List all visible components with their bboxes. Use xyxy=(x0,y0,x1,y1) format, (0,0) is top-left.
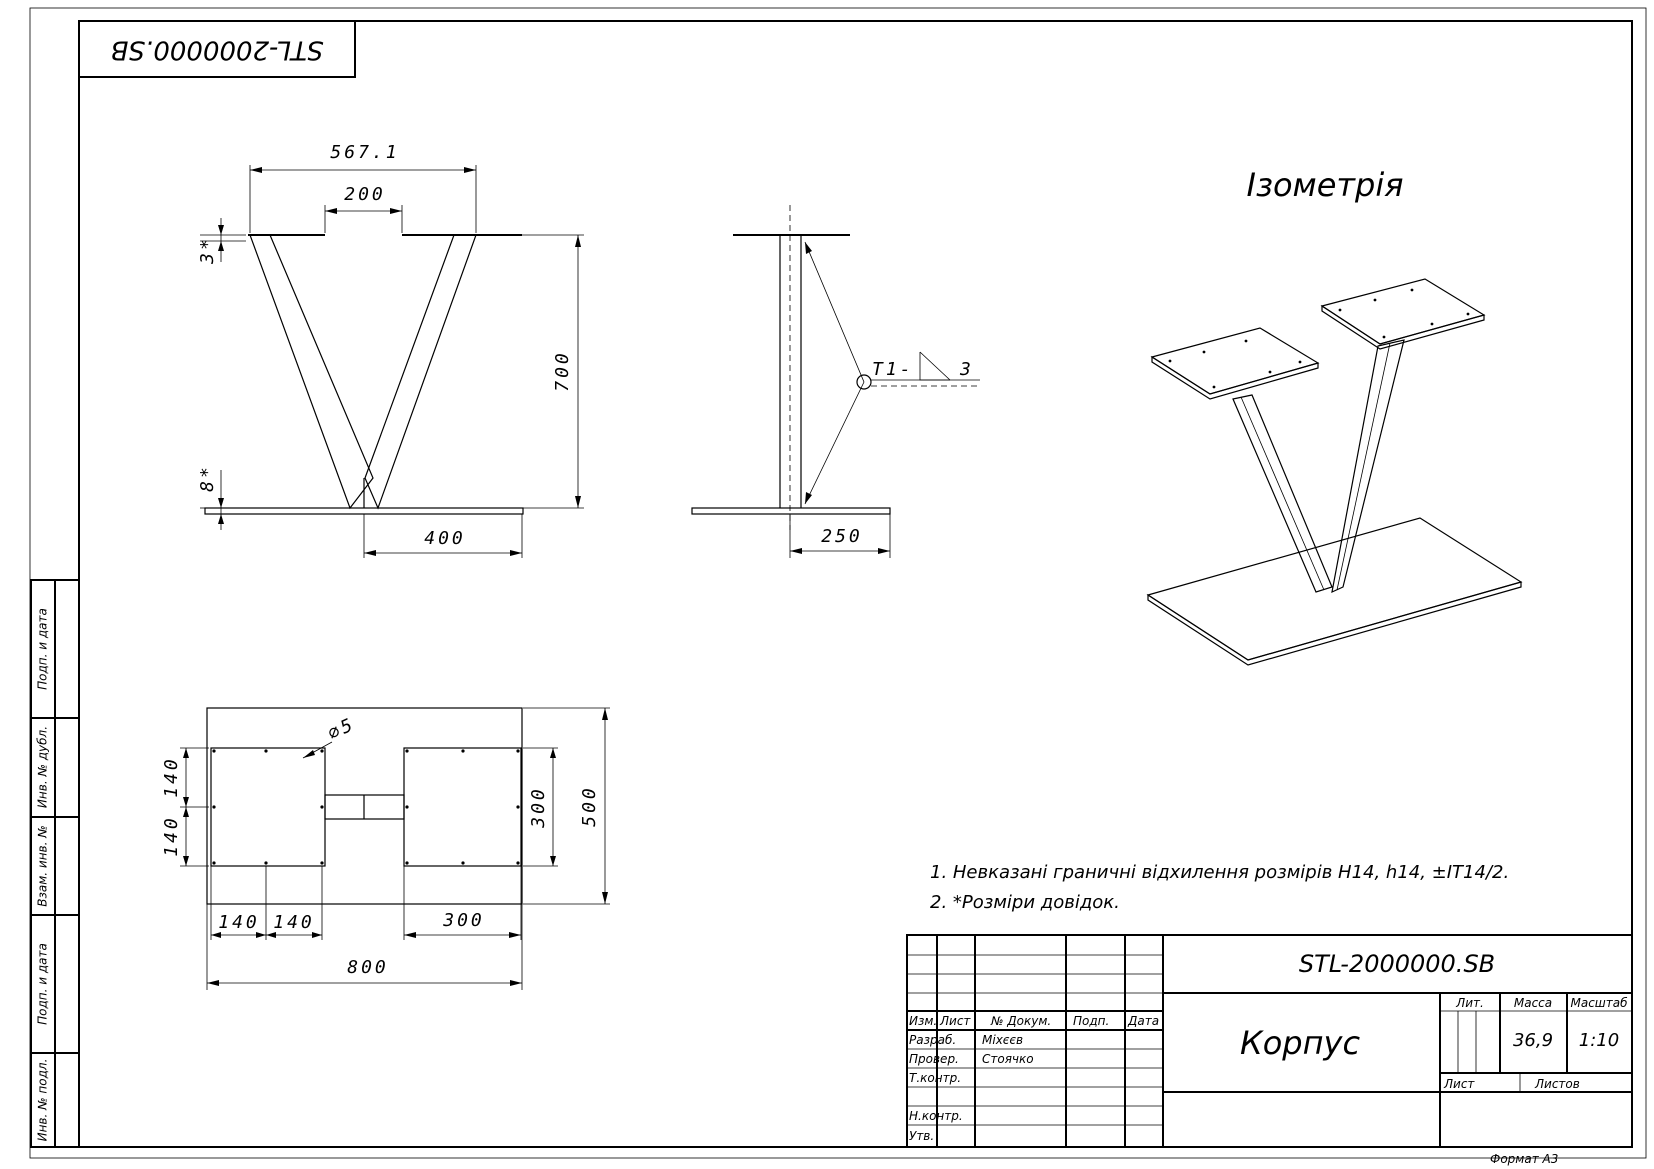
hdr-podp: Подп. xyxy=(1073,1014,1109,1028)
outer-border xyxy=(29,7,1647,1159)
dim-bottom-140a: 140 xyxy=(218,912,260,933)
hdr-data: Дата xyxy=(1127,1014,1159,1028)
dim-base-thickness: 8* xyxy=(197,464,218,492)
doc-name: Корпус xyxy=(1240,1024,1360,1062)
dim-left-140b: 140 xyxy=(161,815,182,857)
dim-bottom-140b: 140 xyxy=(273,912,315,933)
role-nkontr: Н.контр. xyxy=(909,1109,963,1123)
dim-plate-thickness: 3* xyxy=(197,236,218,265)
hdr-izm: Изм. xyxy=(909,1014,937,1028)
dim-right-300: 300 xyxy=(528,786,549,829)
hdr-dokum: № Докум. xyxy=(990,1014,1051,1028)
note-1: 1. Невказані граничні відхилення розмірі… xyxy=(930,862,1509,883)
dim-base-half: 400 xyxy=(424,528,466,549)
dim-left-140a: 140 xyxy=(161,756,182,798)
doc-code: STL-2000000.SB xyxy=(1299,950,1495,978)
side-inv-podl: Инв. № подл. xyxy=(36,1059,50,1142)
top-view: ⌀5 140 140 300 500 140 140 300 xyxy=(161,707,610,990)
sheets-label: Листов xyxy=(1534,1077,1580,1091)
side-vzam-inv: Взам. инв. № xyxy=(36,825,50,906)
lit-label: Лит. xyxy=(1455,996,1484,1010)
hdr-list: Лист xyxy=(939,1014,971,1028)
side-inv-dubl: Инв. № дубл. xyxy=(36,726,50,808)
role-prover: Провер. xyxy=(909,1052,959,1066)
sheet-label: Лист xyxy=(1443,1077,1475,1091)
weld-label: T1- xyxy=(872,359,914,380)
top-code-text: STL-2000000.SB xyxy=(111,35,324,65)
name-prover: Стоячко xyxy=(982,1052,1034,1066)
scale-label: Масштаб xyxy=(1570,996,1628,1010)
mass-value: 36,9 xyxy=(1513,1030,1553,1051)
role-tkontr: Т.контр. xyxy=(909,1071,961,1085)
isometric-view: Ізометрія xyxy=(1146,166,1523,666)
note-2: 2. *Розміри довідок. xyxy=(930,892,1120,913)
format-label: Формат А3 xyxy=(1490,1152,1558,1166)
isometry-title: Ізометрія xyxy=(1247,166,1404,204)
dim-right-500: 500 xyxy=(579,785,600,827)
role-utv: Утв. xyxy=(909,1129,934,1143)
top-code-box xyxy=(78,20,356,78)
dim-top-width: 567.1 xyxy=(330,142,399,163)
weld-leg: 3 xyxy=(959,359,974,380)
scale-value: 1:10 xyxy=(1579,1030,1619,1051)
front-view: 567.1 200 3* 700 8* 400 xyxy=(197,142,584,558)
title-block: Изм. Лист № Докум. Подп. Дата Разраб. Пр… xyxy=(906,934,1633,1148)
dim-gap: 200 xyxy=(344,184,386,205)
side-view: T1- 3 250 xyxy=(691,205,980,558)
side-stamp: Подп. и дата Инв. № дубл. Взам. инв. № П… xyxy=(30,579,80,1148)
name-razrab: Міхєєв xyxy=(982,1033,1023,1047)
hole-dia: ⌀5 xyxy=(325,714,359,745)
dim-base-depth: 250 xyxy=(821,526,863,547)
side-podp-data-1: Подп. и дата xyxy=(36,608,50,690)
mass-label: Масса xyxy=(1514,996,1552,1010)
dim-height: 700 xyxy=(552,350,573,392)
side-podp-data-2: Подп. и дата xyxy=(36,943,50,1025)
dim-bottom-300: 300 xyxy=(442,910,485,931)
dim-bottom-800: 800 xyxy=(347,957,389,978)
role-razrab: Разраб. xyxy=(909,1033,956,1047)
